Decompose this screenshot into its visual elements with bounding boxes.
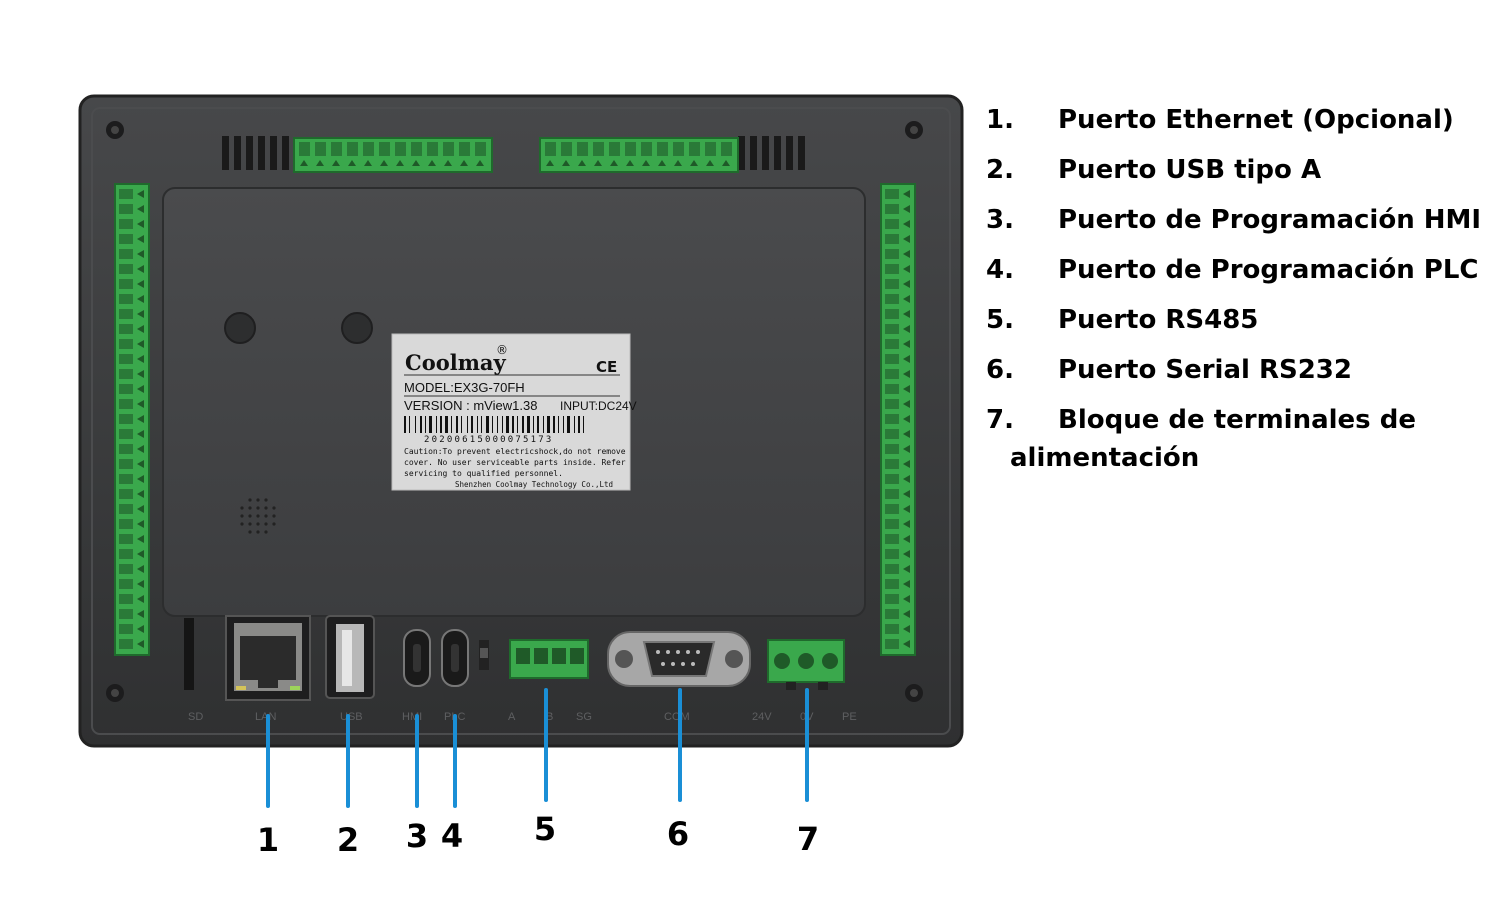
svg-text:24V: 24V	[752, 711, 772, 723]
port-silkscreen-labels: SD LAN USB HMI PLC A B SG COM 24V 0V PE	[188, 711, 857, 723]
legend-number: 4.	[986, 255, 1014, 285]
legend-item-2: 2. Puerto USB tipo A	[986, 154, 1491, 186]
legend-item-4: 4. Puerto de Programación PLC	[986, 254, 1491, 286]
svg-text:B: B	[546, 711, 553, 723]
manufacturer: Shenzhen Coolmay Technology Co.,Ltd	[455, 480, 613, 489]
callout-6: 6	[666, 815, 690, 853]
device-inner-frame	[91, 107, 951, 735]
db9-serial-port	[607, 631, 751, 687]
lan-port	[225, 615, 311, 701]
svg-text:LAN: LAN	[255, 711, 276, 723]
usb-a-port	[325, 615, 375, 699]
vent-grill-right	[738, 136, 805, 170]
vent-grill-left	[222, 136, 289, 170]
ce-mark: CE	[596, 358, 617, 376]
legend-item-3: 3. Puerto de Programación HMI	[986, 204, 1491, 236]
sd-slot	[184, 618, 194, 690]
callout-leader-lines	[266, 688, 809, 808]
label-model: MODEL:EX3G-70FH	[404, 380, 525, 395]
io-terminal-right	[880, 183, 916, 656]
callout-3: 3	[405, 817, 429, 855]
legend-item-5: 5. Puerto RS485	[986, 304, 1491, 336]
label-input: INPUT:DC24V	[560, 399, 637, 413]
callout-1: 1	[256, 821, 280, 859]
legend-number: 7.	[986, 405, 1014, 435]
legend-number: 3.	[986, 205, 1014, 235]
callout-5: 5	[533, 810, 557, 848]
callout-4: 4	[440, 817, 464, 855]
usb-c-plc-port	[441, 629, 469, 687]
io-terminal-top-right	[539, 137, 739, 173]
speaker-grille	[240, 498, 276, 534]
barcode	[404, 416, 584, 433]
io-terminal-top-left	[293, 137, 493, 173]
legend-number: 5.	[986, 305, 1014, 335]
brand-logo: Coolmay	[405, 350, 507, 375]
registered-mark: ®	[496, 343, 508, 357]
callout-7: 7	[796, 820, 820, 858]
svg-text:USB: USB	[340, 711, 363, 723]
usb-c-hmi-port	[403, 629, 431, 687]
legend-number: 6.	[986, 355, 1014, 385]
svg-text:SG: SG	[576, 711, 592, 723]
caution-line-2: cover. No user serviceable parts inside.…	[404, 458, 626, 467]
svg-text:COM: COM	[664, 711, 690, 723]
power-terminal	[767, 639, 845, 690]
corner-screws	[106, 121, 923, 702]
legend-item-1: 1. Puerto Ethernet (Opcional)	[986, 104, 1491, 136]
label-serial: 20200615000075173	[424, 435, 554, 445]
legend-text: Bloque de terminales de	[1058, 405, 1416, 435]
legend-text: Puerto Serial RS232	[1058, 355, 1352, 385]
mounting-knobs	[224, 312, 373, 344]
svg-text:PE: PE	[842, 711, 857, 723]
legend-text-continuation: alimentación	[1010, 443, 1200, 473]
label-version: VERSION : mView1.38	[404, 398, 537, 413]
svg-text:A: A	[508, 711, 516, 723]
legend-item-7: 7. Bloque de terminales de alimentación	[986, 404, 1491, 474]
legend-item-6: 6. Puerto Serial RS232	[986, 354, 1491, 386]
io-terminal-left	[114, 183, 150, 656]
legend-text: Puerto RS485	[1058, 305, 1259, 335]
caution-line-3: servicing to qualified personnel.	[404, 469, 563, 478]
legend-number: 1.	[986, 105, 1014, 135]
caution-line-1: Caution:To prevent electricshock,do not …	[404, 447, 626, 456]
dip-switch	[479, 640, 489, 670]
product-label: Coolmay ® CE MODEL:EX3G-70FH VERSION : m…	[391, 333, 637, 491]
legend-text: Puerto Ethernet (Opcional)	[1058, 105, 1454, 135]
legend-text: Puerto de Programación HMI	[1058, 205, 1482, 235]
legend-text: Puerto USB tipo A	[1058, 155, 1322, 185]
rs485-terminal	[509, 639, 589, 679]
legend-number: 2.	[986, 155, 1014, 185]
callout-2: 2	[336, 821, 360, 859]
svg-text:SD: SD	[188, 711, 203, 723]
port-legend: 1. Puerto Ethernet (Opcional) 2. Puerto …	[986, 104, 1491, 492]
svg-text:HMI: HMI	[402, 711, 422, 723]
legend-text: Puerto de Programación PLC	[1058, 255, 1479, 285]
